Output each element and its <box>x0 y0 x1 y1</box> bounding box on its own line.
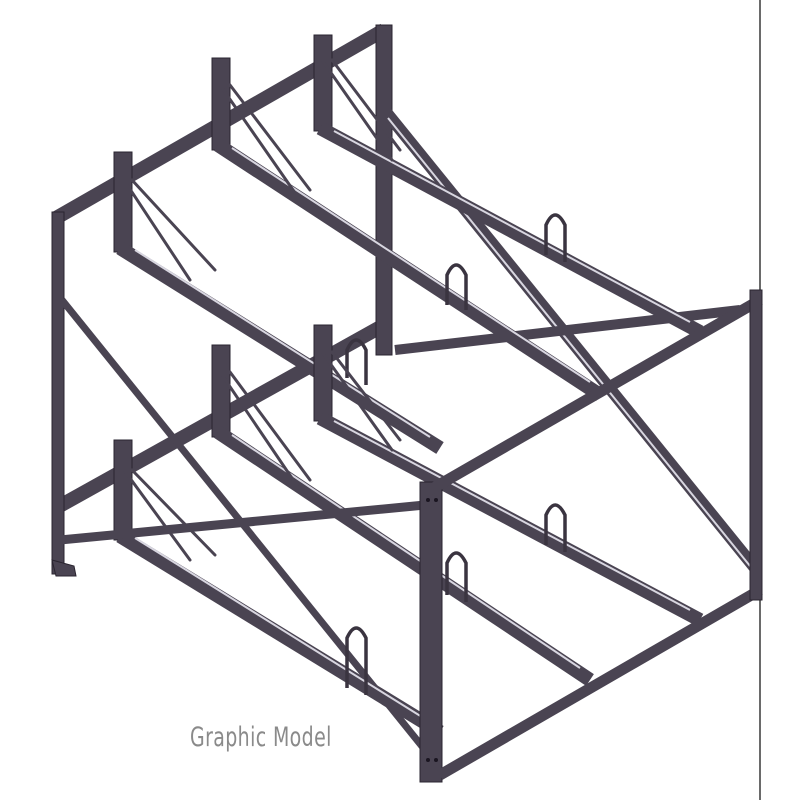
front-left-post <box>419 481 443 783</box>
u-hook <box>345 338 368 385</box>
lower-cradle-3 <box>313 324 704 627</box>
upper-tier <box>113 34 704 454</box>
upper-cradle-3 <box>313 34 704 339</box>
back-left-post <box>51 211 77 577</box>
front-right-post <box>749 289 763 601</box>
front-top-rail <box>427 295 763 495</box>
model-caption: Graphic Model <box>190 722 332 753</box>
lower-cradle-1 <box>113 439 444 738</box>
lower-cradle-2 <box>211 344 594 686</box>
u-hook <box>544 503 567 552</box>
back-center-post <box>375 24 393 356</box>
u-hook <box>544 213 567 262</box>
lower-tier <box>113 324 704 738</box>
u-hook <box>345 626 368 695</box>
front-cross-bar <box>59 500 426 545</box>
front-bottom-rail <box>437 585 763 780</box>
upper-cradle-2 <box>211 57 604 401</box>
u-hook <box>445 551 468 602</box>
upper-cradle-1 <box>113 151 444 454</box>
u-hook <box>445 263 468 310</box>
